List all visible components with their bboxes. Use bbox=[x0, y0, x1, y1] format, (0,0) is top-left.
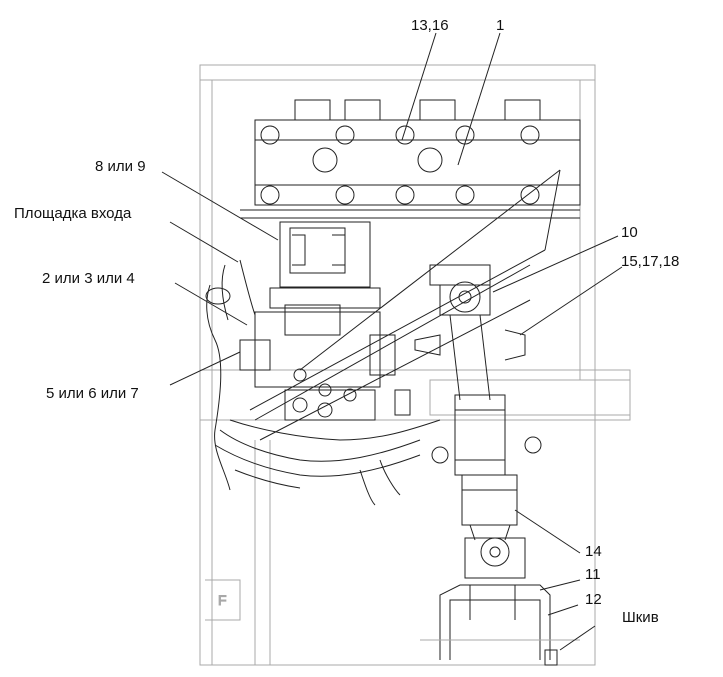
callout-12: 12 bbox=[585, 591, 602, 608]
drive-shaft bbox=[415, 265, 541, 578]
valve-block bbox=[240, 305, 410, 420]
leader-lines bbox=[162, 33, 622, 650]
background-frame: F bbox=[200, 65, 630, 665]
callout-1: 1 bbox=[496, 17, 505, 34]
hoses bbox=[206, 260, 440, 505]
callout-5-or-6-or-7: 5 или 6 или 7 bbox=[46, 385, 139, 402]
callout-10: 10 bbox=[621, 224, 638, 241]
callout-entry-platform: Площадка входа bbox=[14, 205, 132, 222]
callout-11: 11 bbox=[585, 566, 601, 583]
callout-8-or-9: 8 или 9 bbox=[95, 158, 146, 175]
callout-13-16: 13,16 bbox=[411, 17, 449, 34]
callout-2-or-3-or-4: 2 или 3 или 4 bbox=[42, 270, 135, 287]
bracket-assembly bbox=[270, 222, 380, 308]
callout-14: 14 bbox=[585, 543, 602, 560]
svg-text:F: F bbox=[218, 592, 227, 608]
pulley-bracket bbox=[420, 585, 580, 665]
engine-block bbox=[240, 100, 580, 218]
callout-15-17-18: 15,17,18 bbox=[621, 253, 680, 270]
callout-pulley: Шкив bbox=[622, 609, 659, 626]
